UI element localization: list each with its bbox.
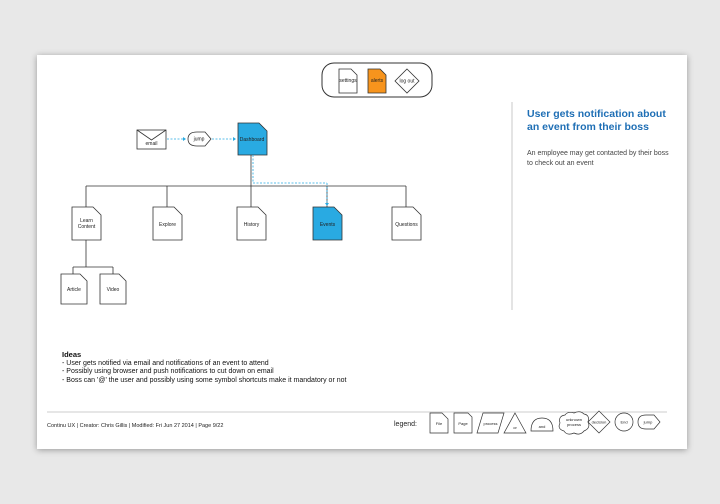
ideas-section: Ideas - User gets notified via email and…: [62, 350, 462, 385]
learn-content-label-2: Content: [78, 224, 96, 230]
legend-process: process: [476, 412, 505, 434]
article-node[interactable]: Article: [60, 273, 88, 305]
learn-content-node[interactable]: Learn Content: [71, 206, 102, 241]
nav-logout[interactable]: log out: [394, 68, 420, 94]
site-map-diagram: settings alerts log out email jump: [47, 62, 667, 435]
legend-unknown-label-2: process: [567, 422, 581, 427]
email-node: email: [136, 129, 167, 150]
legend-and-label: and: [539, 424, 546, 429]
learn-content-label-1: Learn: [80, 218, 93, 224]
panel-description: An employee may get contacted by their b…: [527, 150, 669, 167]
arrowhead-icon: [233, 137, 236, 141]
legend-jump: jump: [637, 414, 661, 430]
explore-label: Explore: [159, 222, 176, 228]
legend-end-label: End: [620, 420, 627, 425]
nav-alerts[interactable]: alerts: [367, 68, 387, 94]
legend-page: Page: [453, 412, 473, 434]
ideas-title: Ideas: [62, 350, 82, 359]
email-label: email: [146, 141, 158, 147]
idea-item: - Boss can '@' the user and possibly usi…: [62, 376, 347, 384]
explore-node[interactable]: Explore: [152, 206, 183, 241]
footer-meta: Continu UX | Creator: Chris Gillis | Mod…: [47, 423, 224, 429]
legend-end: End: [614, 412, 634, 432]
video-node[interactable]: Video: [99, 273, 127, 305]
dashboard-label: Dashboard: [240, 137, 265, 143]
jump-node: jump: [187, 131, 212, 147]
slide: settings alerts log out email jump: [37, 55, 687, 449]
legend-page-label: Page: [458, 421, 468, 426]
history-label: History: [244, 222, 260, 228]
events-label: Events: [320, 222, 336, 228]
panel-title: User gets notification about an event fr…: [527, 108, 666, 133]
legend-process-label: process: [483, 421, 497, 426]
legend-file-label: File: [436, 421, 443, 426]
video-label: Video: [107, 287, 120, 293]
legend-label: legend:: [394, 421, 417, 428]
legend-jump-label: jump: [643, 420, 653, 425]
nav-settings[interactable]: settings: [338, 68, 358, 94]
dashboard-node[interactable]: Dashboard: [237, 122, 268, 156]
questions-label: Questions: [395, 222, 418, 228]
history-node[interactable]: History: [236, 206, 267, 241]
legend-file: File: [429, 412, 449, 434]
events-node[interactable]: Events: [312, 206, 343, 241]
nav-logout-label: log out: [399, 79, 415, 85]
legend-decision-label: decision: [592, 420, 607, 425]
legend-and: and: [530, 417, 554, 432]
article-label: Article: [67, 287, 81, 293]
legend-or-label: or: [513, 425, 517, 430]
arrowhead-icon: [183, 137, 186, 141]
arrowhead-icon: [325, 203, 329, 206]
jump-label: jump: [193, 137, 205, 143]
legend-unknown-label-1: unknown: [566, 417, 582, 422]
nav-settings-label: settings: [339, 78, 357, 84]
idea-item: - Possibly using browser and push notifi…: [62, 368, 274, 375]
legend-decision: decision: [587, 410, 611, 434]
questions-node[interactable]: Questions: [391, 206, 422, 241]
idea-item: - User gets notified via email and notif…: [62, 359, 269, 367]
legend-or: or: [503, 412, 527, 434]
nav-alerts-label: alerts: [371, 78, 384, 84]
legend-unknown-process: unknown process: [558, 411, 590, 435]
